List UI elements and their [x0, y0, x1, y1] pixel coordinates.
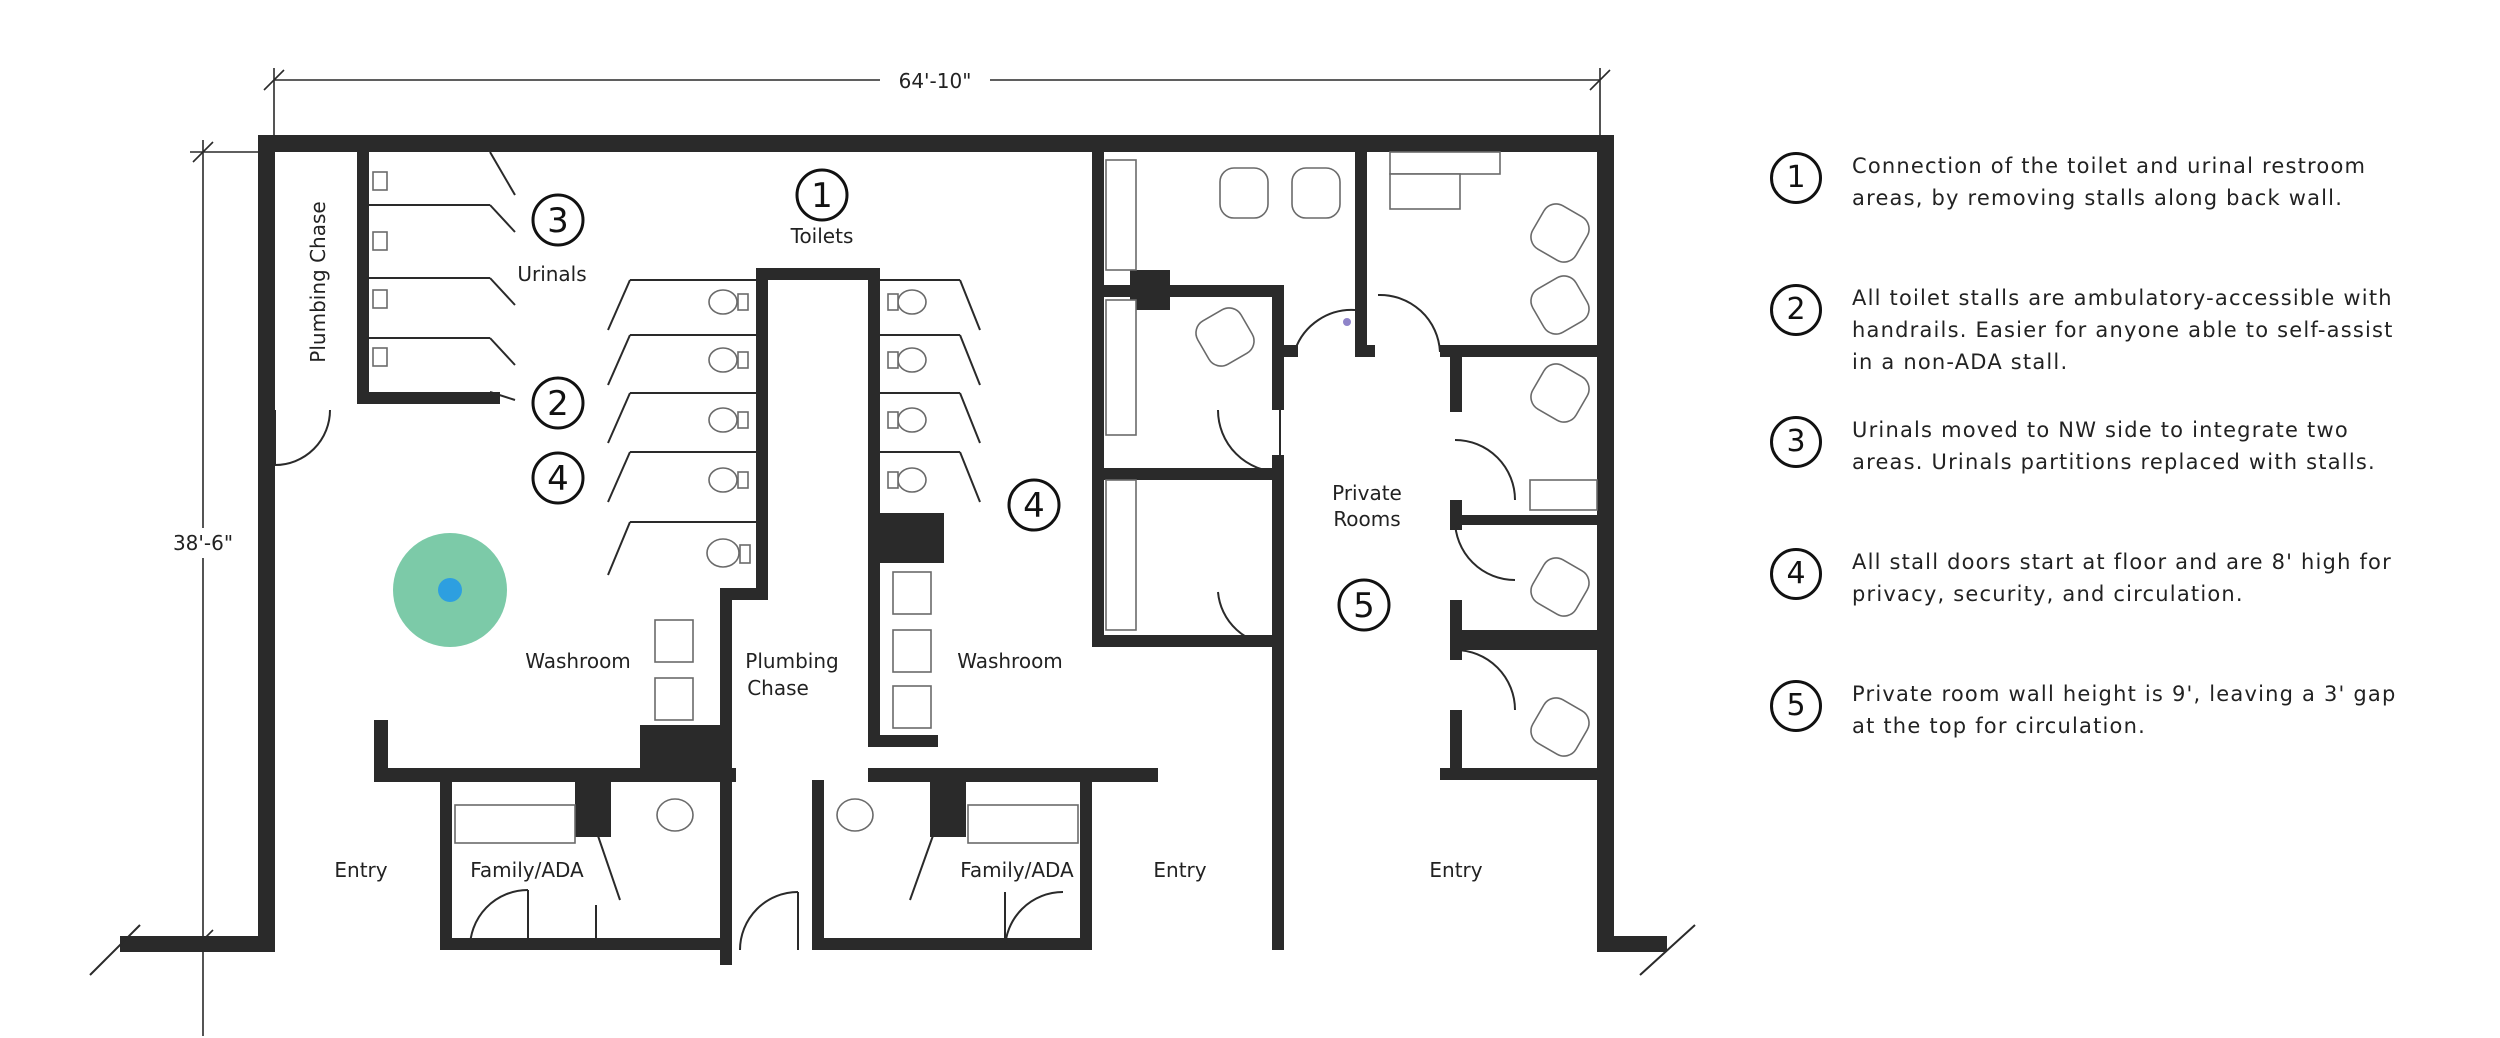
washroom-left-label: Washroom: [525, 649, 631, 673]
note-4: 4 All stall doors start at floor and are…: [1770, 546, 2470, 678]
note-4-number: 4: [1770, 548, 1822, 600]
svg-text:3: 3: [547, 201, 569, 241]
entry-label-2: Entry: [1153, 858, 1206, 882]
note-3: 3 Urinals moved to NW side to integrate …: [1770, 414, 2470, 546]
plumbing-chase-left-label: Plumbing Chase: [306, 201, 330, 362]
note-2-text: All toilet stalls are ambulatory-accessi…: [1852, 286, 2394, 374]
toilets-label: Toilets: [790, 224, 854, 248]
note-1: 1 Connection of the toilet and urinal re…: [1770, 150, 2470, 282]
note-1-number: 1: [1770, 152, 1822, 204]
location-marker[interactable]: [393, 533, 507, 647]
badge-1: 1: [795, 168, 849, 222]
svg-text:4: 4: [1023, 486, 1045, 526]
private-rooms-label-1: Private: [1332, 481, 1402, 505]
svg-text:2: 2: [547, 384, 569, 424]
note-1-text: Connection of the toilet and urinal rest…: [1852, 154, 2367, 210]
toilet-stalls-right: [880, 279, 981, 503]
svg-text:1: 1: [811, 176, 833, 216]
sensor-dot: [1343, 318, 1351, 326]
note-5-number: 5: [1770, 680, 1822, 732]
notes-legend: 1 Connection of the toilet and urinal re…: [1770, 150, 2470, 810]
badge-5: 5: [1337, 578, 1391, 632]
note-5: 5 Private room wall height is 9', leavin…: [1770, 678, 2470, 810]
svg-text:4: 4: [547, 459, 569, 499]
note-3-text: Urinals moved to NW side to integrate tw…: [1852, 418, 2376, 474]
plumbing-chase-center-label-1: Plumbing: [745, 649, 838, 673]
svg-text:5: 5: [1353, 586, 1375, 626]
family-ada-label-1: Family/ADA: [470, 858, 584, 882]
badge-4-left: 4: [531, 451, 585, 505]
family-ada-label-2: Family/ADA: [960, 858, 1074, 882]
chairs: [1195, 167, 1590, 757]
badge-3: 3: [531, 193, 585, 247]
door-swings: [468, 293, 1516, 951]
washroom-right-label: Washroom: [957, 649, 1063, 673]
urinals-label: Urinals: [517, 262, 586, 286]
badge-2: 2: [531, 376, 585, 430]
note-2-number: 2: [1770, 284, 1822, 336]
width-dimension-label: 64'-10": [899, 69, 972, 93]
note-5-text: Private room wall height is 9', leaving …: [1852, 682, 2397, 738]
sinks: [454, 151, 1598, 844]
toilet-stalls-left: [607, 279, 756, 576]
note-2: 2 All toilet stalls are ambulatory-acces…: [1770, 282, 2470, 414]
urinal-stalls: [369, 151, 516, 401]
entry-label-1: Entry: [334, 858, 387, 882]
badge-4-right: 4: [1007, 478, 1061, 532]
height-dimension: 38'-6": [160, 140, 262, 1036]
note-4-text: All stall doors start at floor and are 8…: [1852, 550, 2392, 606]
note-3-number: 3: [1770, 416, 1822, 468]
plumbing-chase-center-label-2: Chase: [747, 676, 809, 700]
entry-label-3: Entry: [1429, 858, 1482, 882]
width-dimension: 64'-10": [263, 66, 1611, 140]
walls: [89, 135, 1696, 976]
private-rooms-label-2: Rooms: [1333, 507, 1400, 531]
height-dimension-label: 38'-6": [173, 531, 233, 555]
